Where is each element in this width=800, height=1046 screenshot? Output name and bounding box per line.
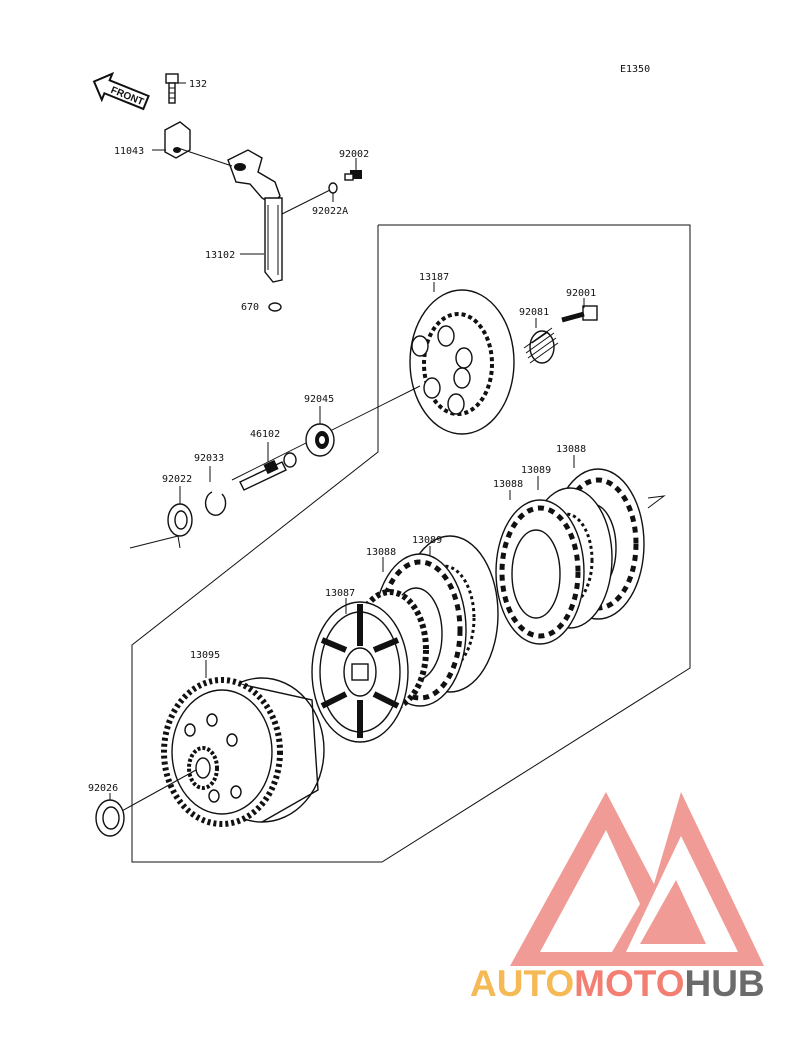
label-11043: 11043 [114,146,144,157]
label-13088-b: 13088 [493,479,523,490]
label-92002: 92002 [339,149,369,160]
front-arrow: FRONT [92,71,150,111]
washer-92022A [328,182,338,194]
washer-92022 [167,503,193,537]
washer-92026 [95,799,125,837]
label-13088-c: 13088 [366,547,396,558]
assembly-boundary [131,224,691,863]
label-670: 670 [241,302,259,313]
release-shaft-13102 [227,149,283,283]
label-13095: 13095 [190,650,220,661]
label-13089-b: 13089 [412,535,442,546]
friction-plate-13088-mid [495,499,585,645]
o-ring-670 [268,302,282,312]
watermark-hub: HUB [684,963,764,1004]
label-132: 132 [189,79,207,90]
label-92022: 92022 [162,474,192,485]
clutch-hub-13087 [311,589,429,743]
spring-92081 [523,327,559,364]
circlip-92033 [204,491,227,516]
pushrod-46102 [239,452,297,491]
label-13088-a: 13088 [556,444,586,455]
label-13087: 13087 [325,588,355,599]
label-92033: 92033 [194,453,224,464]
bearing-92045 [305,423,335,457]
label-46102: 46102 [250,429,280,440]
label-13187: 13187 [419,272,449,283]
front-label: FRONT [109,85,145,108]
clutch-housing-13095 [161,677,325,827]
stopper-11043 [164,121,191,159]
watermark-auto: AUTO [470,963,574,1004]
label-92001: 92001 [566,288,596,299]
pressure-plate-13187 [409,289,515,435]
label-92045: 92045 [304,394,334,405]
bolt-92002 [344,170,362,181]
label-92026: 92026 [88,783,118,794]
label-13102: 13102 [205,250,235,261]
watermark-moto: MOTO [574,963,684,1004]
automotohub-logo [510,792,764,966]
diagram-code: E1350 [620,64,650,75]
label-92081: 92081 [519,307,549,318]
release-lever-assembly [152,73,362,312]
label-92022A: 92022A [312,206,348,217]
label-13089-a: 13089 [521,465,551,476]
watermark-text: AUTOMOTOHUB [470,963,765,1004]
bolt-132 [165,73,179,104]
bolt-92001 [561,305,598,323]
